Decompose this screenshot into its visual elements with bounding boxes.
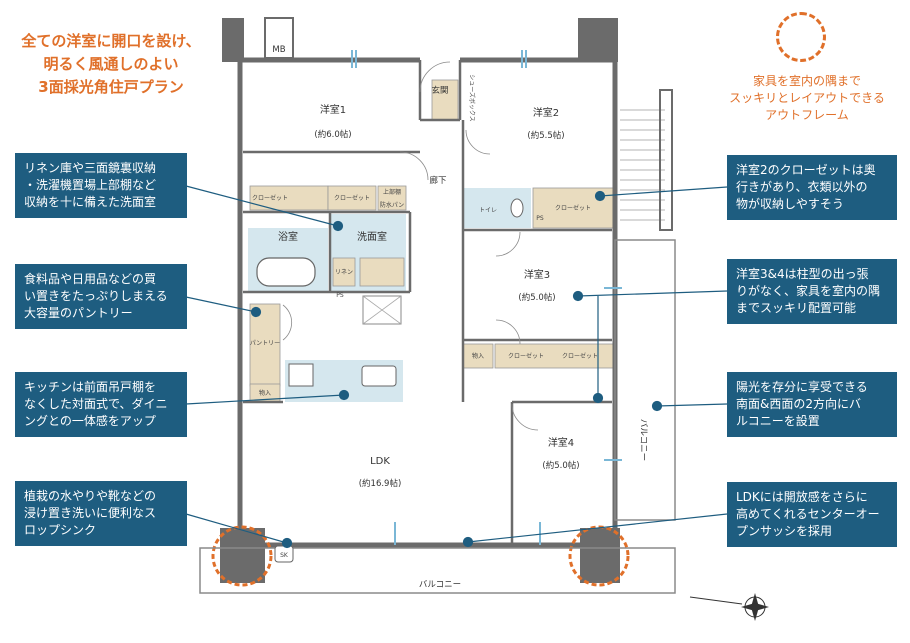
linen-cabinet bbox=[332, 257, 356, 287]
headline-line: 全ての洋室に開口を設け、 bbox=[21, 32, 201, 50]
room-name-hall: 廊下 bbox=[429, 175, 447, 186]
outframe-legend-text: 家具を室内の隅まで スッキリとレイアウトできる アウトフレーム bbox=[729, 74, 885, 122]
callout-room34: 洋室3&4は柱型の出っ張 りがなく、家具を室内の隅 までスッキリ配置可能 bbox=[727, 259, 897, 324]
bathtub bbox=[256, 257, 316, 287]
ps-label-2: PS bbox=[536, 215, 544, 222]
leader-lines bbox=[185, 185, 728, 549]
callout-ldk-sash: LDKには開放感をさらに 高めてくれるセンターオー プンサッシを採用 bbox=[727, 482, 897, 547]
storage-3a bbox=[462, 343, 494, 369]
closet-label-4: クローゼット bbox=[562, 352, 598, 360]
balcony-south bbox=[199, 547, 676, 594]
room-name-toilet: トイレ bbox=[479, 207, 497, 214]
callout-slop-sink: 植栽の水やりや靴などの 浸け置き洗いに便利なス ロップシンク bbox=[15, 481, 187, 546]
window-marks bbox=[351, 50, 622, 545]
column-sw bbox=[220, 528, 265, 583]
room-area-yoshitsu4: (約5.0帖) bbox=[542, 460, 579, 471]
room-name-entrance: 玄関 bbox=[431, 85, 448, 96]
sk-label: SK bbox=[280, 552, 289, 559]
upper-shelf bbox=[377, 185, 407, 211]
closet-label-1b: クローゼット bbox=[334, 194, 370, 202]
linen-label: リネン bbox=[335, 269, 353, 276]
outframe-ring-sw bbox=[211, 525, 273, 587]
door-swings bbox=[282, 61, 539, 431]
inner-walls bbox=[243, 60, 612, 545]
upper-shelf-label: 上部棚 bbox=[383, 188, 401, 196]
ps-label-1: PS bbox=[336, 292, 344, 299]
pantry-label: パントリー bbox=[250, 340, 280, 347]
room-name-yoshitsu4: 洋室4 bbox=[548, 436, 574, 449]
column-nw bbox=[222, 18, 244, 62]
room-name-washroom: 洗面室 bbox=[357, 230, 387, 243]
balcony-west-label: バルコニー bbox=[638, 419, 648, 461]
room-area-ldk: (約16.9帖) bbox=[359, 478, 402, 489]
closet-label-2: クローゼット bbox=[555, 204, 591, 212]
stove-icon bbox=[288, 363, 314, 387]
outframe-ring-se bbox=[568, 525, 630, 587]
callout-pantry: 食料品や日用品などの買 い置きをたっぷりしまえる 大容量のパントリー bbox=[15, 264, 187, 329]
balcony-stair-rail bbox=[620, 109, 665, 221]
callout-sunlight: 陽光を存分に享受できる 南面&西面の2方向にバ ルコニーを設置 bbox=[727, 372, 897, 437]
mb-box bbox=[264, 17, 294, 59]
closet-1b bbox=[327, 185, 377, 211]
shoe-box-label: シューズボックス bbox=[468, 74, 476, 122]
room-name-ldk: LDK bbox=[370, 456, 390, 467]
callout-closet2: 洋室2のクローゼットは奥 行きがあり、衣類以外の 物が収納しやすそう bbox=[727, 155, 897, 220]
pan-label: 防水パン bbox=[380, 201, 404, 209]
room-name-bath: 浴室 bbox=[278, 230, 298, 243]
room-name-yoshitsu3: 洋室3 bbox=[524, 268, 550, 281]
room-area-yoshitsu2: (約5.5帖) bbox=[527, 130, 564, 141]
balcony-south-label: バルコニー bbox=[419, 580, 461, 590]
room-area-yoshitsu3: (約5.0帖) bbox=[518, 292, 555, 303]
west-rail-post bbox=[659, 89, 673, 231]
toilet-icon bbox=[510, 198, 524, 218]
mb-label: MB bbox=[272, 45, 285, 55]
headline-line: 3面採光角住戸プラン bbox=[38, 78, 184, 96]
headline-line: 明るく風通しのよい bbox=[43, 55, 179, 73]
outframe-legend-ring bbox=[776, 12, 826, 62]
callout-linen: リネン庫や三面鏡裏収納 ・洗濯機置場上部棚など 収納を十に備えた洗面室 bbox=[15, 153, 187, 218]
column-se bbox=[580, 528, 620, 583]
closet-label-1: クローゼット bbox=[252, 194, 288, 202]
room-area-yoshitsu1: (約6.0帖) bbox=[314, 129, 351, 140]
headline: 全ての洋室に開口を設け、 明るく風通しのよい 3面採光角住戸プラン bbox=[0, 30, 222, 99]
room-name-yoshitsu2: 洋室2 bbox=[533, 106, 559, 119]
column-ne bbox=[578, 18, 618, 62]
compass-icon bbox=[689, 593, 769, 621]
balcony-west bbox=[614, 239, 676, 521]
laundry-space bbox=[359, 257, 405, 287]
room-name-yoshitsu1: 洋室1 bbox=[320, 103, 346, 116]
closet-label-3: クローゼット bbox=[508, 352, 544, 360]
callout-kitchen: キッチンは前面吊戸棚を なくした対面式で、ダイニ ングとの一体感をアップ bbox=[15, 372, 187, 437]
storage-label-3: 物入 bbox=[472, 352, 484, 360]
sink-icon bbox=[361, 365, 397, 387]
pantry-storage-label: 物入 bbox=[259, 389, 271, 397]
